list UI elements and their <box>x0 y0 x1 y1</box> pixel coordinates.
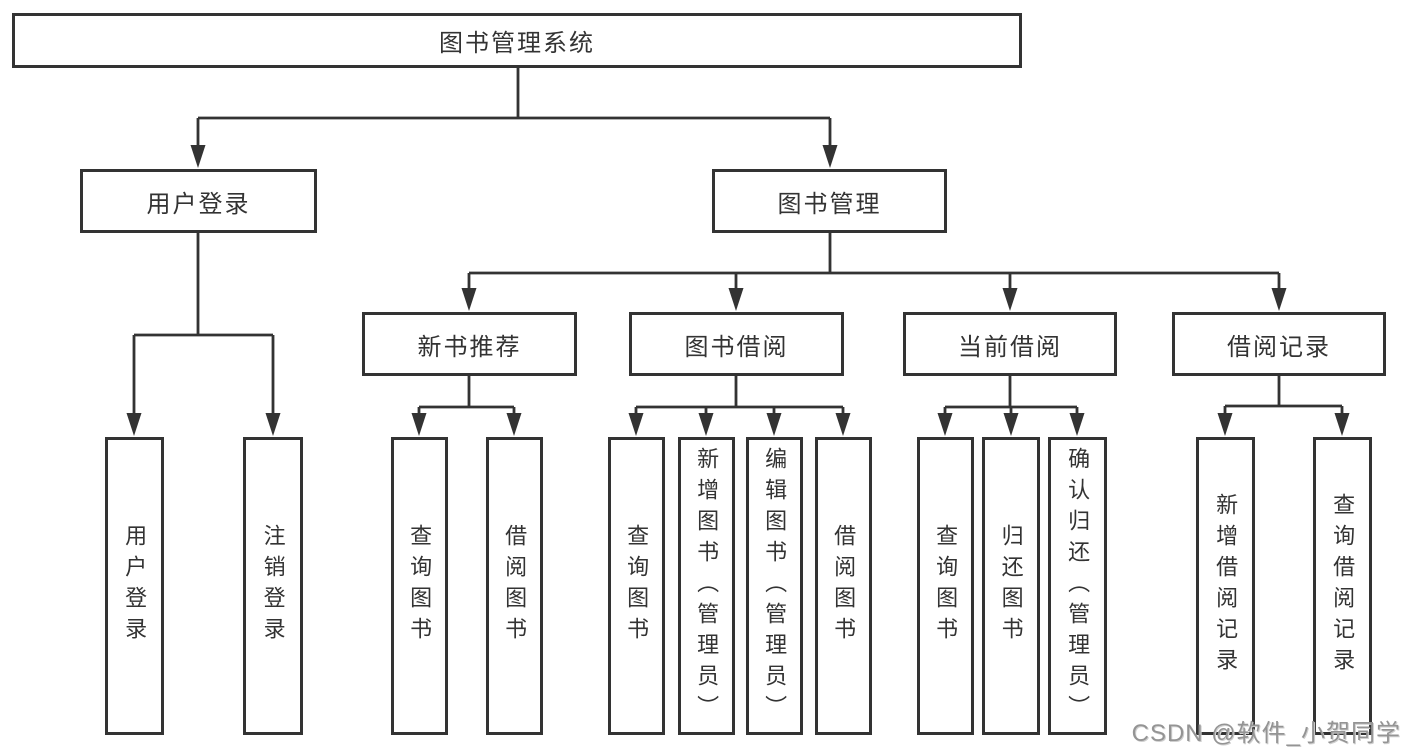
node-label: 用户登录 <box>122 524 148 648</box>
node-label: 新书推荐 <box>417 333 522 361</box>
node-label: 新增图书（管理员） <box>694 446 720 726</box>
leaf-query-borrow-record: 查询借阅记录 <box>1313 437 1372 735</box>
leaf-return-books: 归还图书 <box>982 437 1040 735</box>
leaf-add-borrow-record: 新增借阅记录 <box>1196 437 1255 735</box>
node-label: 图书管理系统 <box>439 30 595 57</box>
node-borrowing-records: 借阅记录 <box>1172 312 1386 376</box>
node-label: 图书借阅 <box>684 333 789 361</box>
node-label: 借阅记录 <box>1227 333 1331 361</box>
leaf-edit-books-admin: 编辑图书（管理员） <box>746 437 803 735</box>
node-label: 查询图书 <box>407 524 433 648</box>
node-book-management: 图书管理 <box>712 169 947 233</box>
leaf-query-books-current: 查询图书 <box>917 437 974 735</box>
leaf-add-books-admin: 新增图书（管理员） <box>678 437 735 735</box>
node-label: 查询图书 <box>624 524 650 648</box>
node-label: 当前借阅 <box>958 333 1062 361</box>
node-label: 归还图书 <box>998 524 1024 648</box>
node-label: 查询图书 <box>933 524 959 648</box>
node-library-management-system: 图书管理系统 <box>12 13 1022 68</box>
leaf-query-books-borrowing: 查询图书 <box>608 437 665 735</box>
leaf-confirm-return-admin: 确认归还（管理员） <box>1048 437 1107 735</box>
node-label: 借阅图书 <box>831 524 857 648</box>
csdn-watermark: CSDN @软件_小贺同学 <box>1131 720 1401 747</box>
leaf-logout: 注销登录 <box>243 437 303 735</box>
node-label: 图书管理 <box>777 190 882 218</box>
node-label: 查询借阅记录 <box>1330 493 1356 679</box>
node-label: 注销登录 <box>260 524 286 648</box>
leaf-borrow-books: 借阅图书 <box>815 437 872 735</box>
leaf-user-login: 用户登录 <box>105 437 164 735</box>
node-label: 新增借阅记录 <box>1213 493 1239 679</box>
node-user-login: 用户登录 <box>80 169 317 233</box>
node-label: 借阅图书 <box>502 524 528 648</box>
node-current-borrowing: 当前借阅 <box>903 312 1117 376</box>
leaf-borrow-books-recommend: 借阅图书 <box>486 437 543 735</box>
node-new-book-recommendation: 新书推荐 <box>362 312 577 376</box>
node-book-borrowing: 图书借阅 <box>629 312 844 376</box>
node-label: 编辑图书（管理员） <box>762 446 788 726</box>
leaf-query-books-recommend: 查询图书 <box>391 437 448 735</box>
node-label: 用户登录 <box>146 190 251 218</box>
node-label: 确认归还（管理员） <box>1065 446 1091 726</box>
